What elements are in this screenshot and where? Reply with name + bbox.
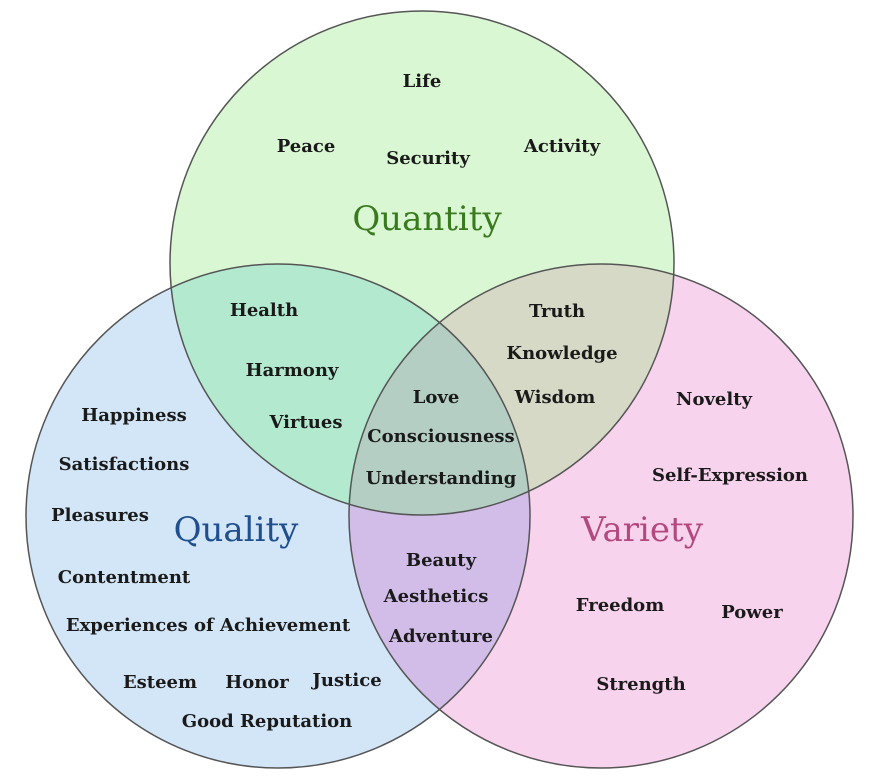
quality-item-contentment: Contentment — [58, 567, 191, 588]
quantity-outline — [169, 10, 675, 516]
quantity-item-security: Security — [386, 148, 470, 169]
quality-item-honor: Honor — [225, 672, 289, 693]
quality-item-satisfactions: Satisfactions — [59, 454, 190, 475]
overlap-item-knowledge: Knowledge — [506, 343, 617, 364]
variety-item-novelty: Novelty — [676, 389, 753, 410]
overlap-item-beauty: Beauty — [406, 550, 477, 571]
quality-item-good-reputation: Good Reputation — [182, 711, 353, 732]
variety-item-power: Power — [721, 602, 783, 623]
quantity-item-activity: Activity — [523, 136, 601, 157]
overlap-item-health: Health — [230, 300, 298, 321]
quantity-item-peace: Peace — [277, 136, 336, 157]
quality-outline — [25, 263, 531, 769]
quantity-item-life: Life — [403, 71, 442, 92]
quality-item-pleasures: Pleasures — [51, 505, 149, 526]
center-item-understanding: Understanding — [366, 468, 517, 489]
quality-item-happiness: Happiness — [81, 405, 187, 426]
variety-item-freedom: Freedom — [576, 595, 665, 616]
variety-title: Variety — [580, 510, 704, 550]
center-overlap — [349, 264, 530, 515]
variety-outline — [348, 263, 854, 769]
quality-title: Quality — [174, 510, 299, 550]
quantity-title: Quantity — [352, 199, 502, 239]
overlap-item-wisdom: Wisdom — [514, 387, 596, 408]
circle-outlines — [25, 10, 854, 769]
overlap-item-harmony: Harmony — [246, 360, 339, 381]
quality-item-esteem: Esteem — [123, 672, 197, 693]
center-item-consciousness: Consciousness — [367, 426, 514, 447]
quality-item-experiences-of-achievement: Experiences of Achievement — [66, 615, 351, 636]
variety-item-self-expression: Self-Expression — [652, 465, 808, 486]
overlap-item-truth: Truth — [529, 301, 585, 322]
variety-item-strength: Strength — [596, 674, 685, 695]
overlap-item-adventure: Adventure — [388, 626, 493, 647]
quality-item-justice: Justice — [310, 670, 381, 691]
overlap-item-aesthetics: Aesthetics — [383, 586, 489, 607]
center-item-love: Love — [413, 387, 460, 408]
overlap-item-virtues: Virtues — [269, 412, 343, 433]
